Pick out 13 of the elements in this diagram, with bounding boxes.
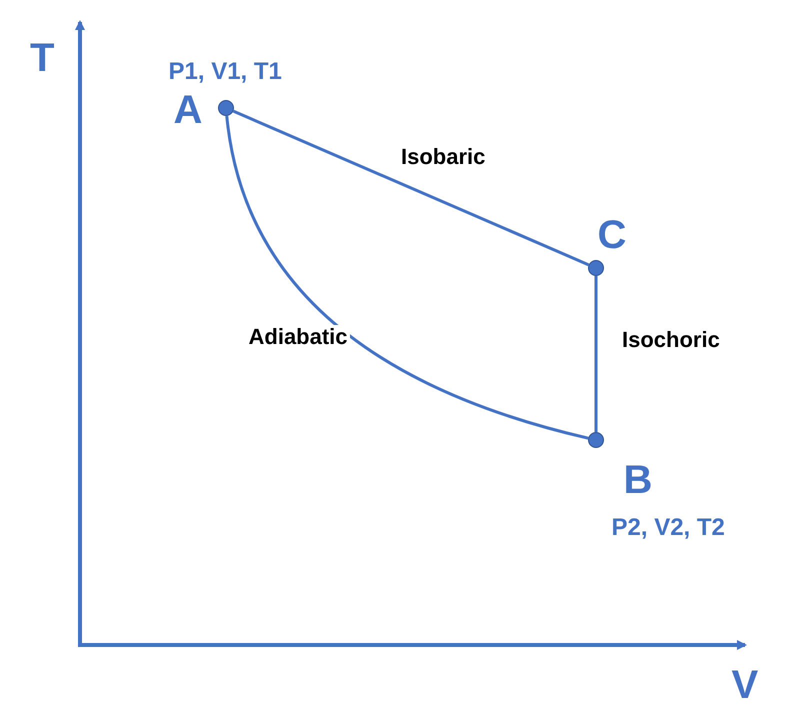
point-letter: B bbox=[624, 460, 652, 500]
state-point bbox=[588, 432, 604, 448]
state-variables: P1, V1, T1 bbox=[168, 60, 282, 84]
state-point bbox=[218, 100, 234, 116]
axis-label: V bbox=[732, 665, 758, 705]
axis-label: T bbox=[30, 38, 54, 78]
point-letter: C bbox=[598, 215, 626, 255]
state-point bbox=[588, 260, 604, 276]
line bbox=[594, 276, 598, 432]
curved-line bbox=[225, 116, 589, 440]
point-letter: A bbox=[174, 90, 202, 130]
line bbox=[232, 110, 590, 266]
state-variables: P2, V2, T2 bbox=[612, 516, 725, 540]
